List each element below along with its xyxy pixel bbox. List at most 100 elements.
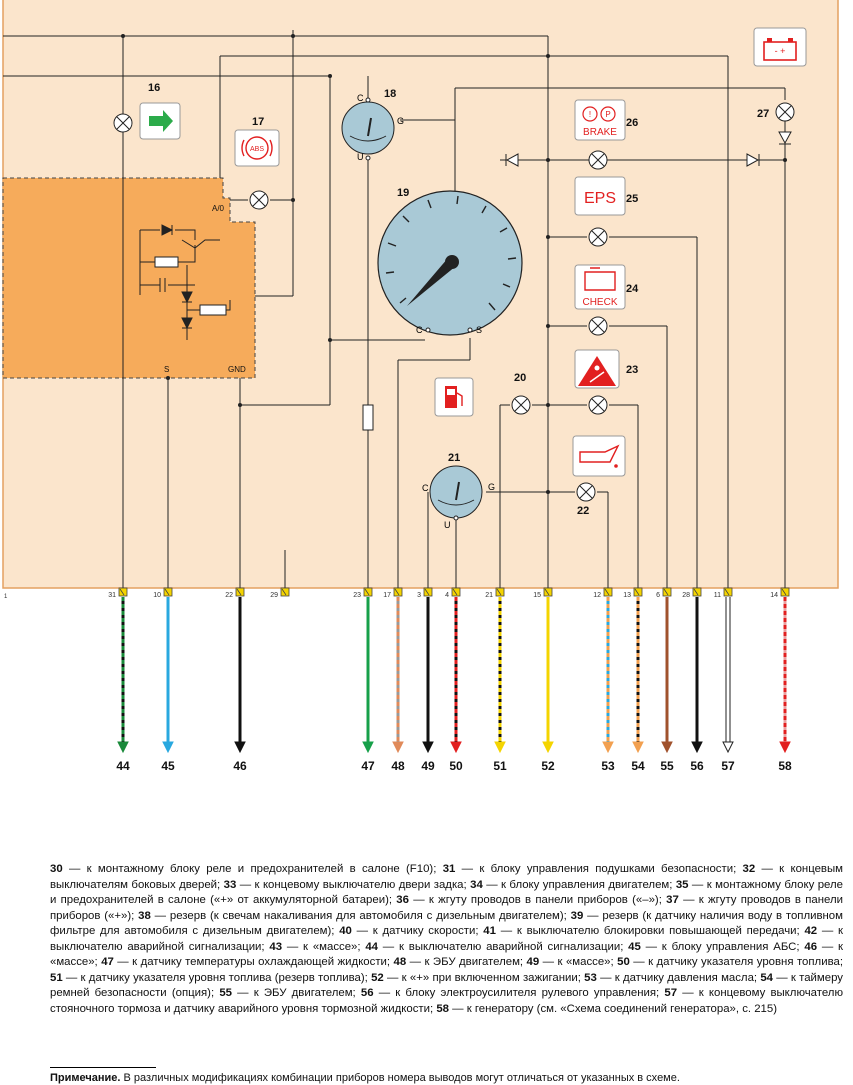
pin-number: 21 [485, 592, 493, 599]
svg-text:S: S [164, 365, 169, 374]
legend-number: 55 [219, 987, 232, 999]
pin-number: 31 [108, 592, 116, 599]
component-numbers: 16 17 18 19 20 21 22 23 24 25 26 27 [148, 82, 769, 517]
junctions [121, 34, 787, 494]
note-label: Примечание. [50, 1072, 121, 1084]
svg-text:C: C [422, 483, 429, 493]
legend-text: — к блоку управления АБС; [640, 940, 805, 953]
legend-number: 46 [804, 940, 818, 953]
legend-text: — к выключателю аварийной сигнализации; [50, 925, 843, 953]
legend-text: — к блоку управления двигателем; [482, 878, 676, 891]
svg-text:19: 19 [397, 187, 409, 199]
pin-mark [693, 588, 699, 596]
legend-number: 52 [371, 971, 384, 984]
note-text: В различных модификациях комбинации приб… [120, 1072, 680, 1084]
lamp-23 [588, 395, 608, 415]
legend-number: 53 [584, 971, 597, 984]
pin-mark [544, 588, 550, 596]
terminal-number: 48 [391, 759, 405, 773]
legend-number: 39 [570, 909, 584, 922]
pin-mark [781, 588, 787, 596]
legend-text: — к датчику указателя уровня топлива; [629, 956, 843, 968]
connector-pin [163, 587, 173, 597]
wire-arrow [542, 741, 554, 754]
connector-pin [280, 587, 290, 597]
pin-number: 3 [417, 592, 421, 599]
gauge-21: C G U [422, 465, 495, 530]
fuel-warning-icon [434, 377, 474, 417]
wire-arrow [602, 741, 614, 754]
svg-text:25: 25 [626, 193, 638, 205]
legend-number: 56 [360, 987, 374, 999]
connector-pin [780, 587, 790, 597]
legend-text: — к выключателю блокировки повышающей пе… [495, 925, 805, 937]
svg-text:!: ! [589, 110, 591, 119]
pin-number: 4 [445, 592, 449, 599]
terminal-number: 57 [721, 759, 735, 773]
terminal-number: 47 [361, 759, 375, 773]
terminal-number: 56 [690, 759, 704, 773]
pin-mark [164, 588, 170, 596]
svg-text:20: 20 [514, 372, 526, 384]
wiring-diagram: ABS - + ! P BRAKE EPS CHECK [2, 0, 839, 773]
legend-number: 33 [223, 878, 237, 891]
legend-number: 45 [628, 940, 641, 953]
terminal-number: 49 [421, 759, 435, 773]
ecu-labels: A/0 S GND [164, 204, 246, 374]
pin-number: 10 [153, 592, 161, 599]
lamp-16 [113, 113, 133, 133]
legend-text: — к «массе»; [539, 956, 618, 968]
legend-number: 34 [470, 878, 483, 891]
svg-text:21: 21 [448, 452, 460, 464]
svg-text:U: U [357, 152, 364, 162]
lamp-27 [775, 102, 795, 122]
legend-text: — к монтажному блоку реле и предохраните… [50, 878, 843, 907]
connector-pin [543, 587, 553, 597]
svg-text:27: 27 [757, 108, 769, 120]
wire-arrow [162, 741, 174, 754]
connector-pin [495, 587, 505, 597]
legend-text: — к датчику скорости; [351, 925, 484, 937]
legend-text: — к датчику температуры охлаждающей жидк… [113, 956, 394, 968]
wire-arrow [362, 741, 374, 754]
note-divider [50, 1067, 156, 1068]
connector-pin [723, 587, 733, 597]
svg-text:26: 26 [626, 117, 638, 129]
pin-number: 12 [593, 592, 601, 599]
wire-arrow [392, 741, 404, 754]
gauge-18: C G U [341, 93, 404, 162]
connector-pin [423, 587, 433, 597]
legend-text: — к блоку электроусилителя рулевого упра… [373, 987, 665, 999]
connector-pin [118, 587, 128, 597]
wire-arrow [450, 741, 462, 754]
connector-pin [692, 587, 702, 597]
oil-pressure-icon [572, 435, 626, 477]
terminal-number: 51 [493, 759, 507, 773]
pin-number: 29 [270, 592, 278, 599]
legend-text: — резерв (к свечам накаливания для автом… [150, 909, 571, 922]
wire-arrow [661, 741, 673, 754]
legend-number: 49 [526, 956, 540, 968]
legend-number: 57 [664, 987, 678, 999]
legend-text: — к выключателю аварийной сигнализации; [378, 940, 629, 953]
svg-text:EPS: EPS [584, 190, 616, 207]
legend-number: 50 [617, 956, 630, 968]
legend-number: 43 [269, 940, 283, 953]
terminal-number: 55 [660, 759, 674, 773]
gauge-19-speedometer: C S [377, 190, 523, 336]
diodes [505, 121, 792, 167]
legend-number: 36 [396, 894, 409, 906]
svg-text:BRAKE: BRAKE [583, 127, 617, 138]
legend-number: 35 [675, 878, 689, 891]
pin-number: 23 [353, 592, 361, 599]
legend-number: 30 [50, 863, 63, 875]
legend-number: 54 [760, 971, 774, 984]
legend-number: 44 [365, 940, 379, 953]
legend-number: 51 [50, 971, 63, 984]
svg-text:22: 22 [577, 505, 589, 517]
legend-text: — к жгуту проводов в панели приборов («+… [50, 894, 843, 922]
svg-text:P: P [605, 110, 610, 119]
pin-mark [119, 588, 125, 596]
legend-text: — к ЭБУ двигателем; [406, 956, 527, 968]
